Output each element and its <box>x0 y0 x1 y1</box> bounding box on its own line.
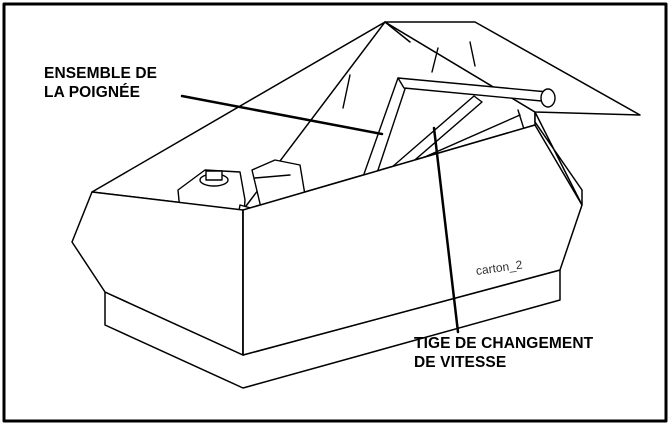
label-handle-assembly: ENSEMBLE DE LA POIGNÉE <box>44 64 157 102</box>
carton-right-flap <box>384 21 641 116</box>
carton-front-left-flap <box>71 191 244 356</box>
label-handle-line2: LA POIGNÉE <box>44 84 141 101</box>
carton-side-flap <box>534 111 583 206</box>
figure-frame <box>2 2 668 423</box>
label-shift-rod: TIGE DE CHANGEMENT DE VITESSE <box>414 334 593 372</box>
label-rod-line2: DE VITESSE <box>414 354 507 371</box>
leader-line-rod <box>432 126 460 334</box>
label-handle-line1: ENSEMBLE DE <box>44 65 158 82</box>
leader-line-handle <box>180 94 384 136</box>
carton-corner-edge <box>384 21 411 43</box>
label-rod-line1: TIGE DE CHANGEMENT <box>414 335 594 352</box>
